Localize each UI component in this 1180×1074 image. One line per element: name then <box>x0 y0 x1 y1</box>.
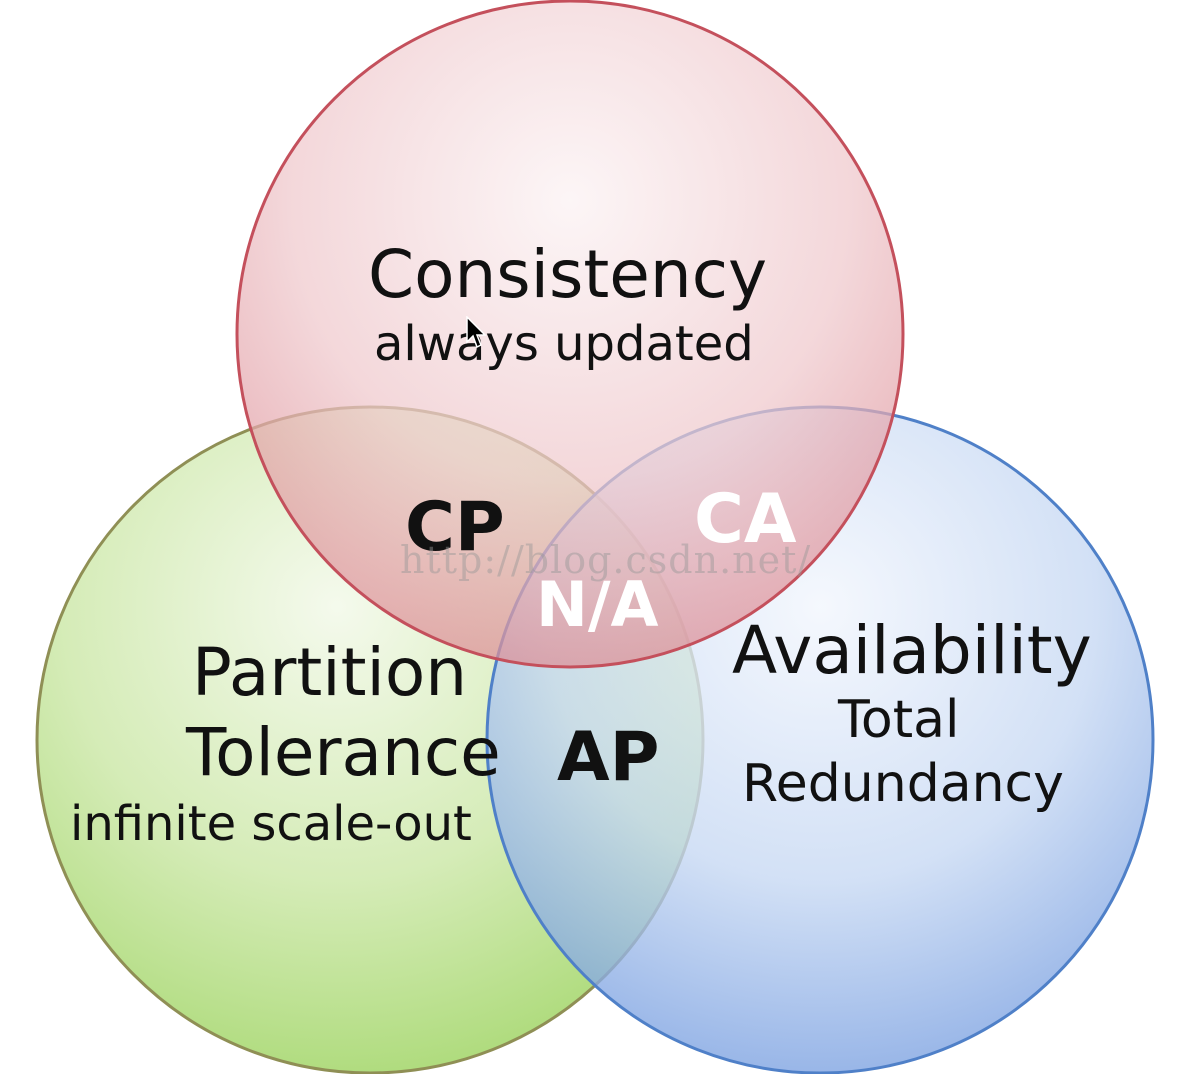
availability-title: Availability <box>732 612 1092 689</box>
mouse-pointer-icon <box>466 315 488 354</box>
availability-subtitle-line1: Total <box>838 690 960 750</box>
ap-label: AP <box>557 718 660 797</box>
watermark-text: http://blog.csdn.net/ <box>400 538 812 582</box>
na-label: N/A <box>536 568 659 641</box>
partition-title-line2: Tolerance <box>186 714 501 791</box>
consistency-title: Consistency <box>368 236 768 313</box>
partition-subtitle: infinite scale-out <box>70 796 472 852</box>
ca-label: CA <box>694 480 797 559</box>
availability-subtitle-line2: Redundancy <box>742 754 1064 814</box>
partition-title-line1: Partition <box>192 634 468 711</box>
cp-label: CP <box>405 488 505 567</box>
consistency-circle <box>235 0 905 669</box>
consistency-subtitle: always updated <box>374 316 754 372</box>
